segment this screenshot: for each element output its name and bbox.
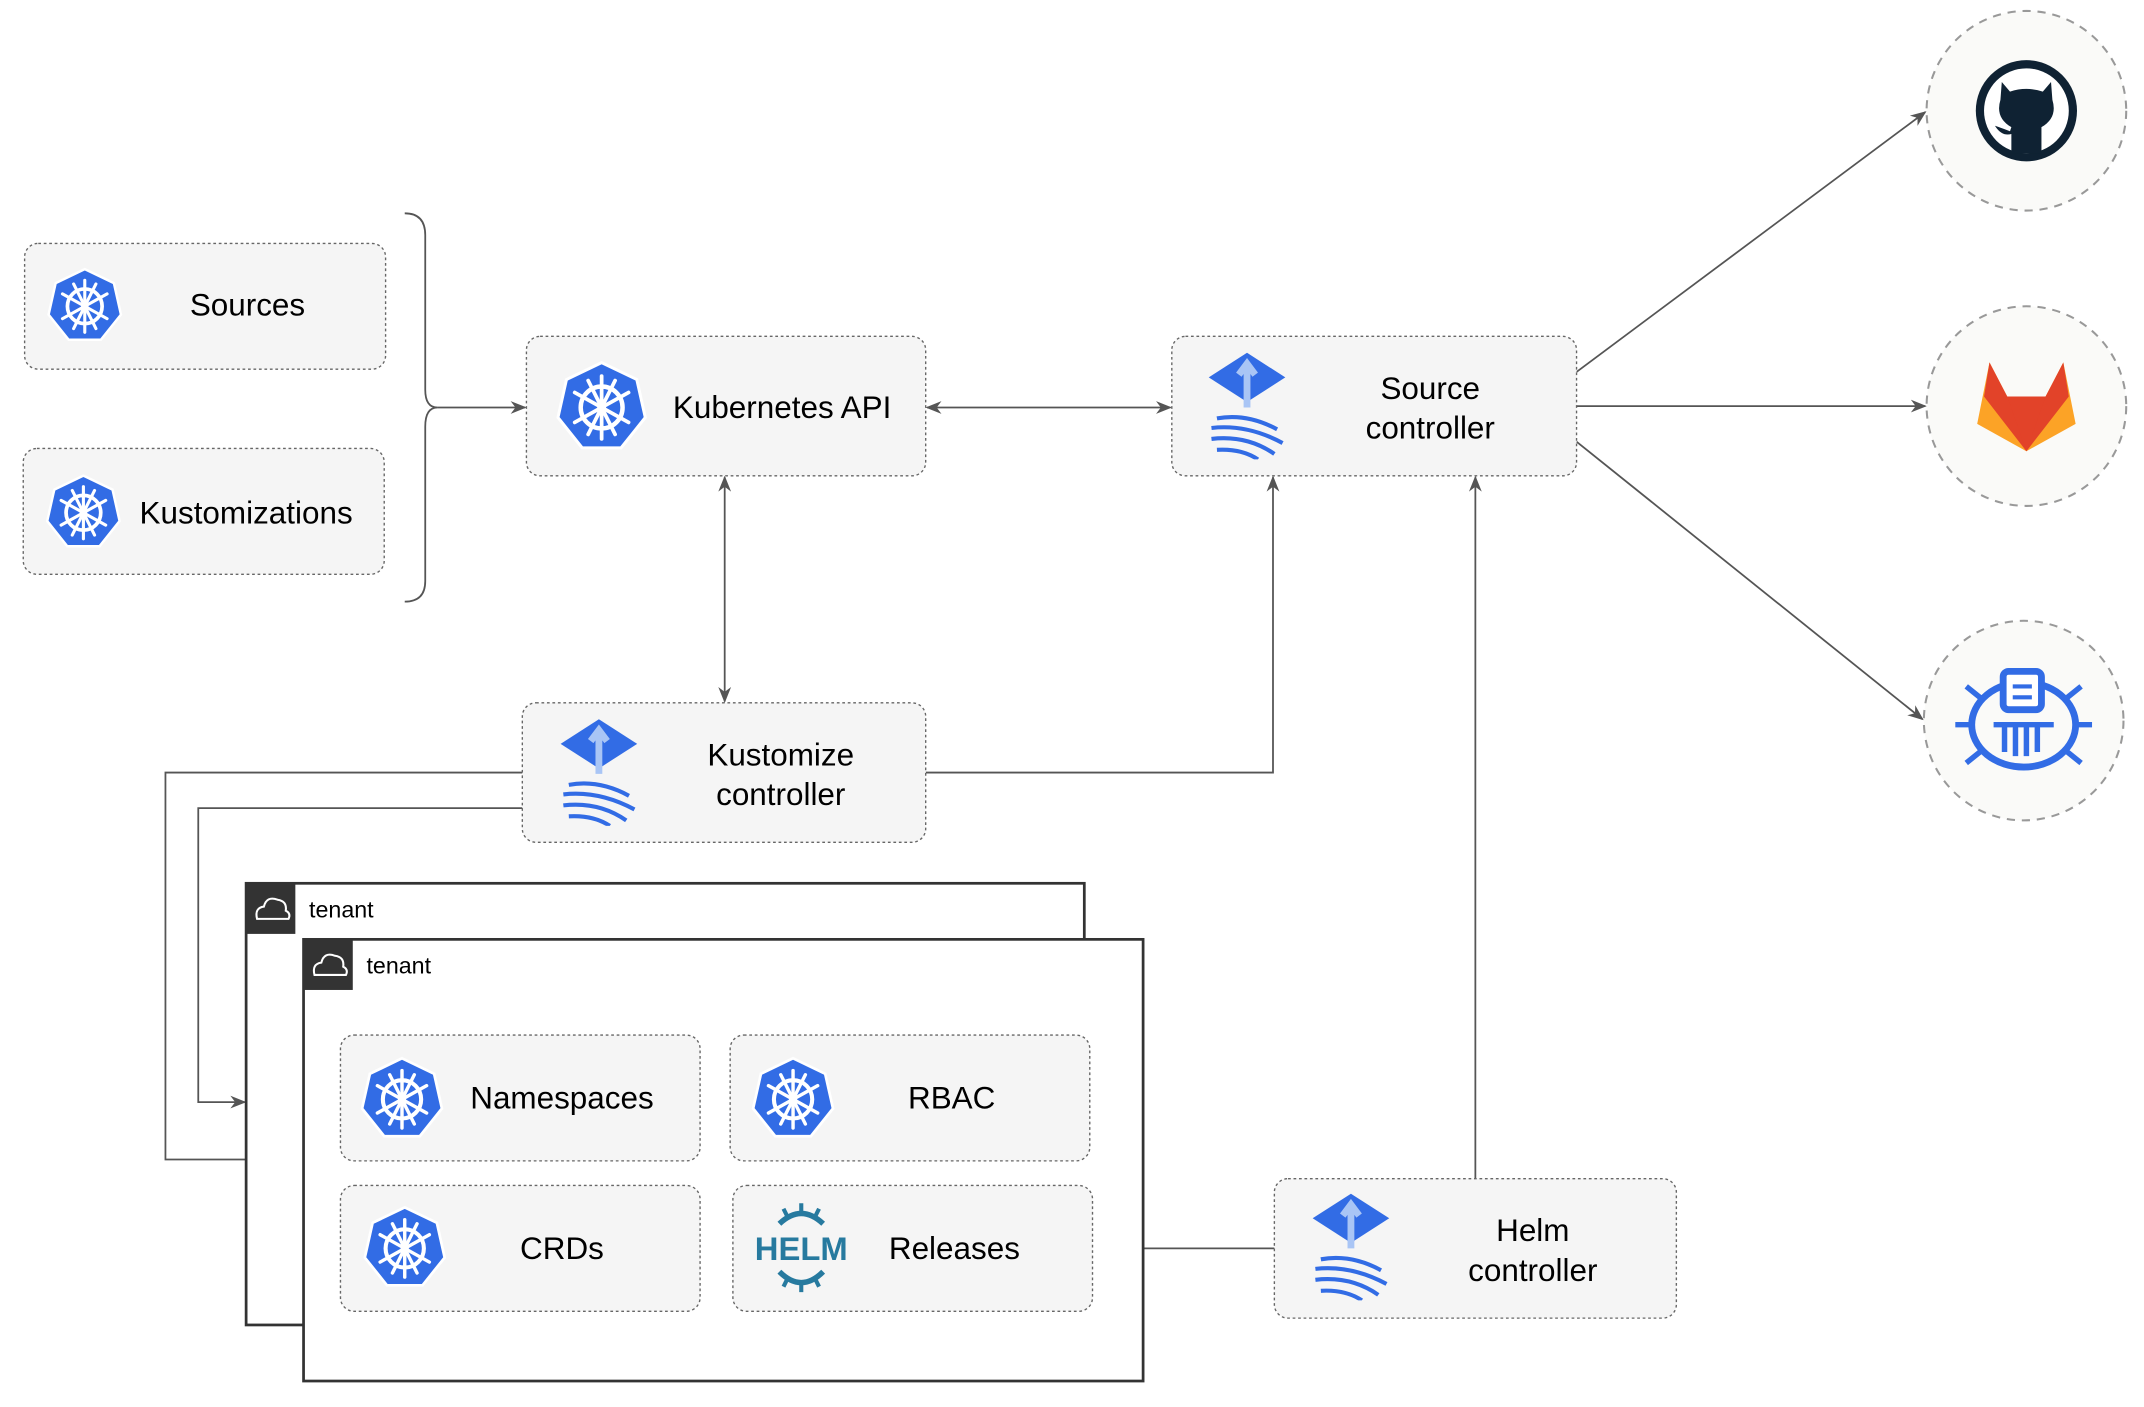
edge-kustomize-tenant2 [164,771,523,1166]
helm-repository-icon [1955,667,2093,771]
label: Kustomizations [140,495,353,530]
svg-text:HELM: HELM [755,1230,848,1267]
edge-kustomize-source [925,475,1280,774]
node-helm-controller[interactable]: Helm controller [1273,1177,1678,1319]
node-crds[interactable]: CRDs [339,1184,701,1312]
node-namespaces[interactable]: Namespaces [339,1034,701,1162]
brace [404,212,438,603]
node-sources[interactable]: Sources [23,242,387,370]
label: RBAC [908,1080,995,1115]
label-line1: Helm [1496,1213,1569,1248]
label-line2: controller [1468,1253,1597,1288]
edge-source-github [1576,111,1927,373]
label: Namespaces [470,1080,653,1115]
node-rbac[interactable]: RBAC [729,1034,1091,1162]
label-line1: Source [1380,371,1480,406]
cloud-icon [312,953,348,976]
label: Releases [889,1231,1020,1266]
label: Sources [190,287,305,322]
node-kustomizations[interactable]: Kustomizations [22,447,385,575]
node-source-controller[interactable]: Source controller [1171,335,1578,477]
helm-repository-source[interactable] [1922,619,2125,822]
label: CRDs [520,1231,604,1266]
edge-kustomize-tenant1 [197,807,523,1109]
node-kubernetes-api[interactable]: Kubernetes API [525,335,927,477]
label: Kubernetes API [673,390,891,425]
edges [164,111,1927,1255]
node-kustomize-controller[interactable]: Kustomize controller [521,702,927,843]
gitlab-icon [1977,362,2076,452]
node-releases[interactable]: HELM Releases [732,1184,1094,1312]
label-line1: Kustomize [707,737,854,772]
github-source[interactable] [1925,9,2128,212]
helm-icon: HELM [755,1203,848,1293]
tenant-label: tenant [366,952,431,978]
label-line2: controller [1366,410,1495,445]
gitlab-source[interactable] [1925,305,2128,507]
edge-source-helmrepo [1575,440,1924,721]
cloud-icon [255,897,291,920]
label-line2: controller [716,777,845,812]
github-icon [1975,60,2077,162]
tenant-label: tenant [309,896,374,922]
